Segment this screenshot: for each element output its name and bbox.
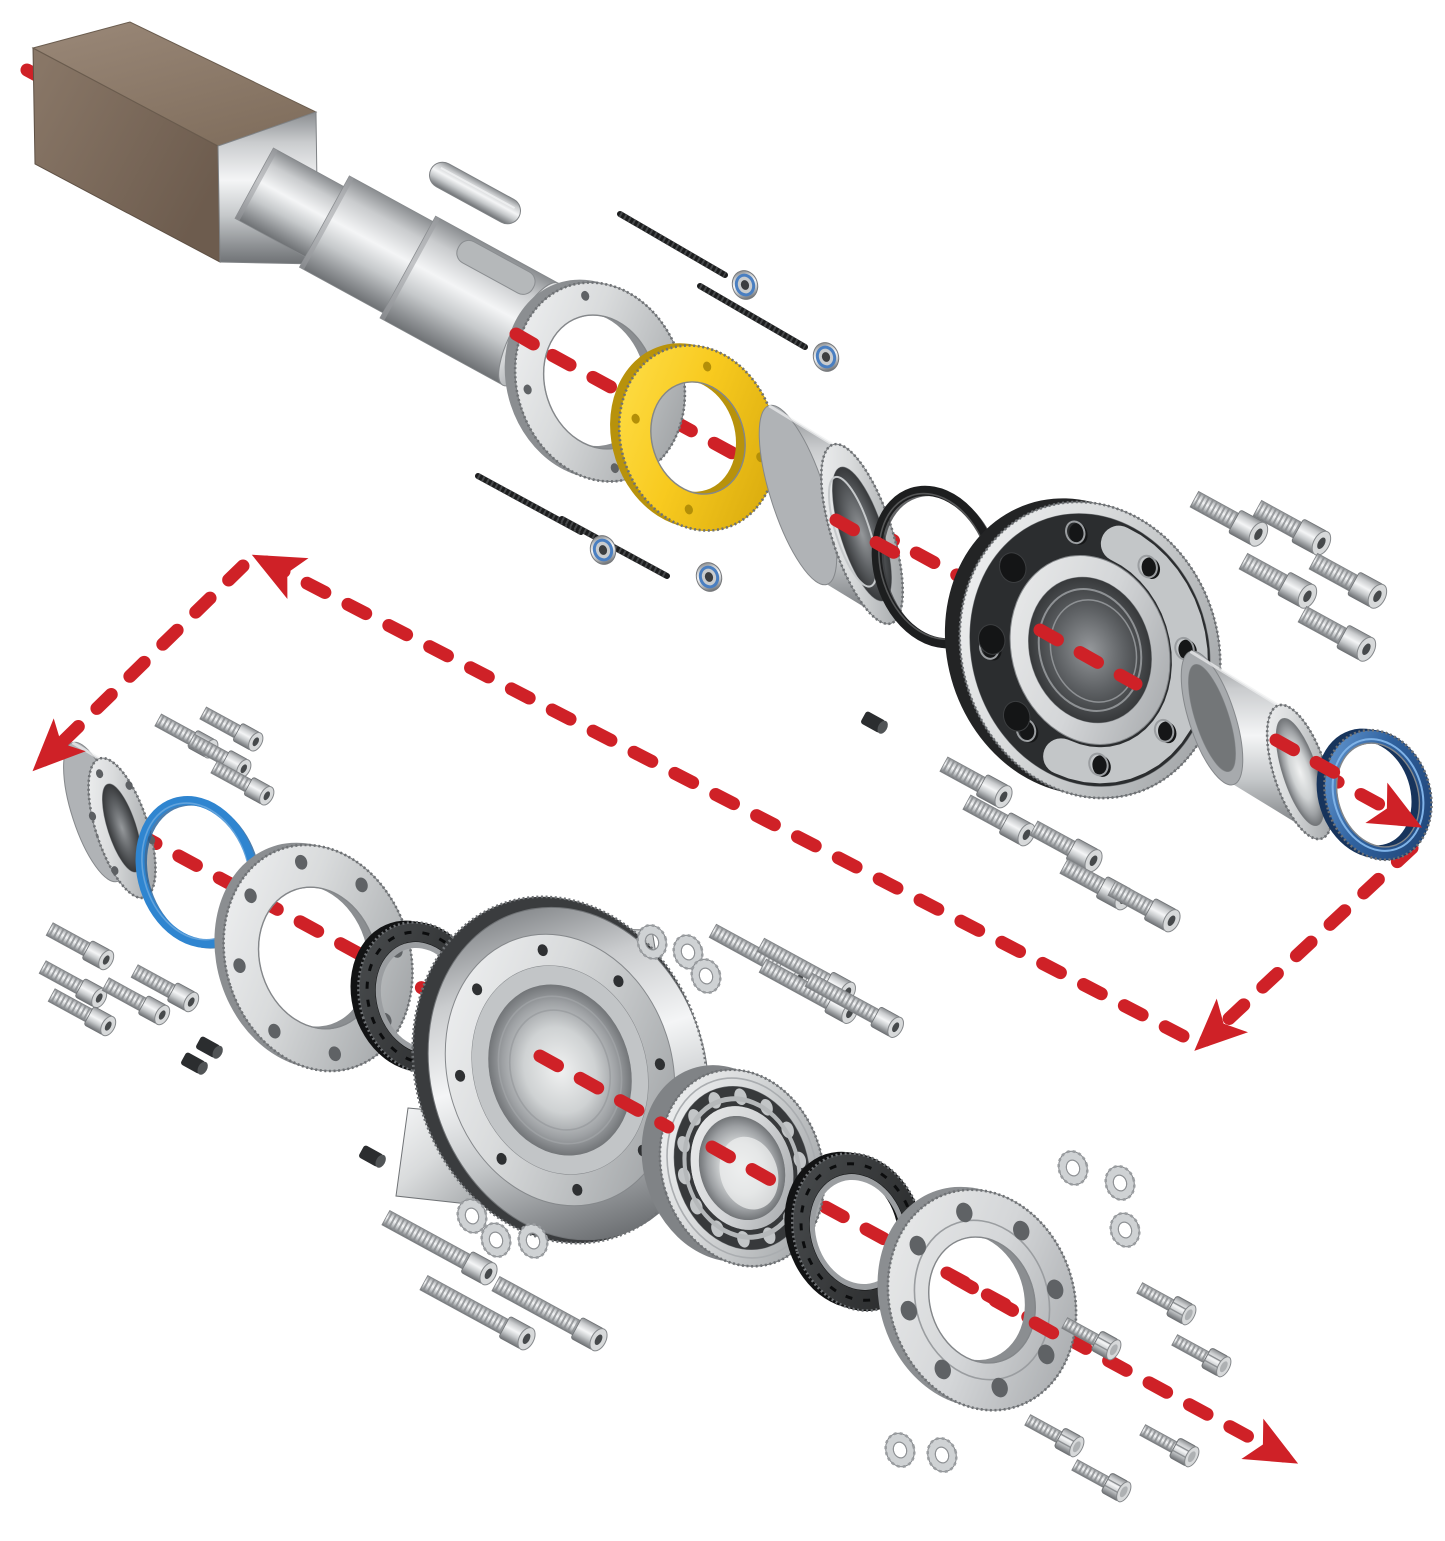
stud-1 [617, 211, 728, 278]
cover-screws-left [38, 922, 200, 1037]
grub-pin-4 [359, 1145, 386, 1168]
axis-dash-over-5 [533, 1049, 675, 1134]
arrow-overlay [32, 327, 1423, 1464]
socket-screw [47, 988, 117, 1037]
housing-screws-long [381, 1209, 608, 1352]
arrowhead-transfer-down-from-upper [1194, 998, 1248, 1051]
housing-screws-upper [708, 923, 904, 1038]
wear-ring-yellow [610, 343, 779, 532]
input-block [31, 21, 319, 265]
axis-dash-over-6 [705, 1140, 799, 1199]
socket-screw [1297, 605, 1377, 662]
lock-washer-3 [690, 958, 722, 994]
lock-washer-6 [517, 1223, 549, 1259]
hex-bolt-1 [1136, 1282, 1197, 1326]
fasteners-layer [38, 211, 1388, 1503]
cover-screws-top [154, 706, 275, 806]
flow-line-axis-lower-assembly [91, 805, 1291, 1463]
socket-screw [101, 977, 171, 1026]
lock-washer-8 [1104, 1165, 1136, 1201]
shaft-key [429, 161, 521, 225]
hex-bolt-2 [1171, 1334, 1232, 1378]
socket-screw [1107, 880, 1181, 933]
lock-nut-4 [695, 562, 723, 592]
socket-screw [1252, 499, 1332, 556]
flow-line-transfer-into-lower [37, 559, 250, 767]
hex-bolt-3 [1061, 1317, 1122, 1361]
arrowhead-axis-lower-assembly [1241, 1418, 1299, 1464]
socket-screw [419, 1274, 536, 1351]
flange-screws-upper [1189, 490, 1388, 662]
arrowhead-transfer-into-lower [32, 718, 86, 772]
lock-washer-11 [926, 1437, 958, 1473]
hex-bolt-4 [1024, 1414, 1085, 1458]
hex-bolt-5 [1139, 1424, 1200, 1468]
flow-line-transfer-long-diagonal [259, 555, 1190, 1043]
socket-screw [939, 756, 1013, 809]
grub-pin-2 [181, 1052, 208, 1075]
lock-washer-1 [636, 924, 668, 960]
grub-pin-3 [196, 1036, 223, 1059]
lock-washer-7 [1057, 1150, 1089, 1186]
socket-screw [1238, 552, 1318, 609]
lock-washer-4 [456, 1198, 488, 1234]
axis-dash-over-1 [509, 327, 561, 363]
end-flange [877, 1186, 1078, 1412]
socket-screw [1308, 552, 1388, 609]
socket-screw [199, 706, 264, 752]
lock-nut-2 [812, 342, 840, 372]
socket-screw [130, 964, 200, 1013]
socket-screw [45, 922, 115, 971]
lock-nut-1 [731, 270, 759, 300]
lock-washer-2 [672, 934, 704, 970]
socket-screw [491, 1275, 608, 1352]
arrowhead-axis-upper-assembly [1365, 782, 1423, 828]
socket-screw [962, 794, 1036, 847]
axis-dash-over-2 [829, 513, 909, 564]
grub-pin-1 [861, 711, 888, 734]
socket-screw [1189, 490, 1269, 547]
lock-washer-10 [884, 1432, 916, 1468]
flange-screws-lower [939, 756, 1181, 933]
arrowhead-transfer-long-diagonal [251, 554, 309, 599]
seal-ring-blue [1316, 728, 1433, 862]
axis-dash-over-7 [948, 1271, 1067, 1344]
socket-screw [804, 972, 904, 1038]
lock-washer-5 [480, 1222, 512, 1258]
lock-nut-3 [589, 535, 617, 565]
socket-screw [381, 1209, 498, 1286]
axis-dash-over-3 [1033, 623, 1143, 691]
parts-layer [31, 21, 1433, 1412]
flow-line-transfer-down-from-upper [1199, 841, 1419, 1047]
bearing-flange [944, 498, 1222, 800]
axis-dash-over-4 [1269, 733, 1351, 785]
lock-washer-9 [1109, 1212, 1141, 1248]
socket-screw [210, 760, 275, 806]
hex-bolt-6 [1071, 1459, 1132, 1503]
stud-2 [697, 283, 808, 350]
